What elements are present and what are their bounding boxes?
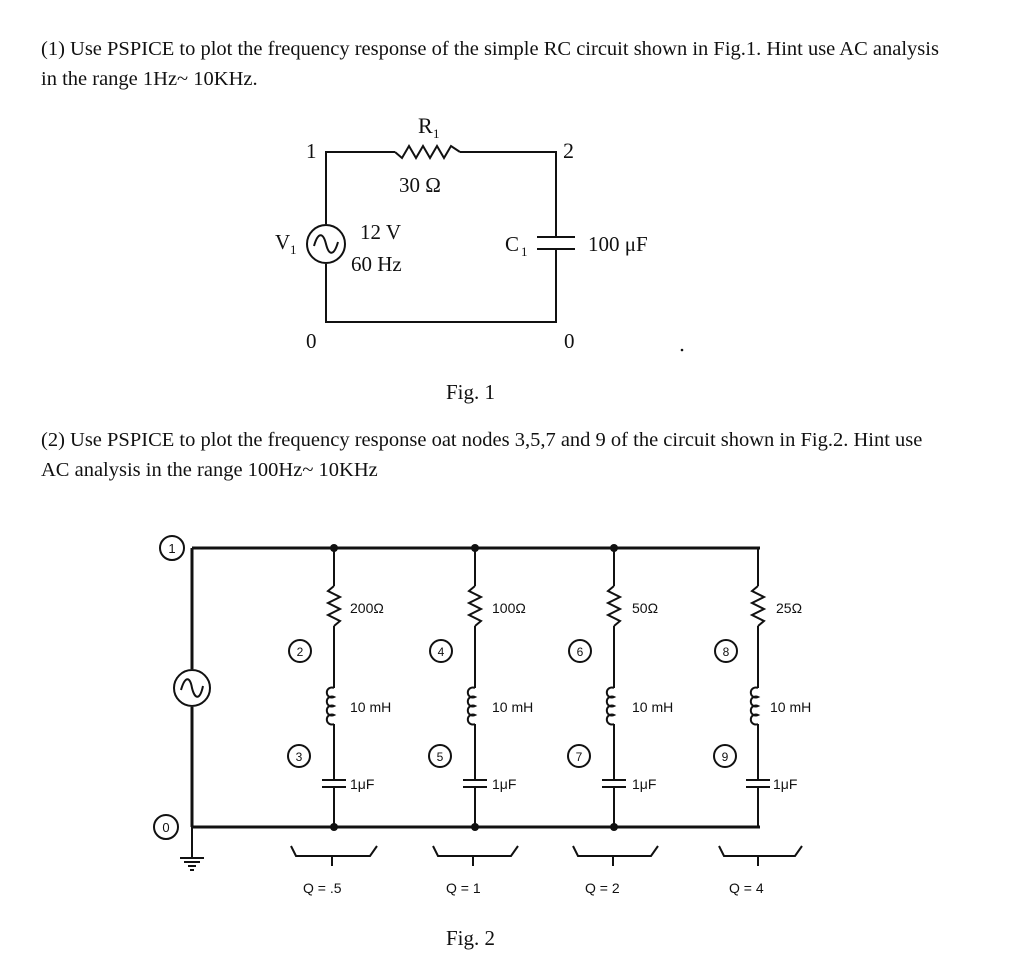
capacitor-4-value: 1μF (773, 776, 797, 792)
fig2-node-8: 8 (723, 645, 730, 659)
inductor-3 (605, 686, 617, 726)
inductor-3-value: 10 mH (632, 699, 673, 715)
capacitor-2-value: 1μF (492, 776, 516, 792)
fig2-node-3: 3 (296, 750, 303, 764)
fig2-node-7: 7 (576, 750, 583, 764)
problem-1-text: (1) Use PSPICE to plot the frequency res… (41, 38, 939, 90)
branch-4: 8 9 25Ω 10 mH 1μF Q = 4 (713, 548, 811, 896)
branch-2: 4 5 100Ω 10 mH 1μF Q = 1 (428, 544, 533, 896)
v1-name: V (275, 230, 290, 254)
resistor-1-value: 200Ω (350, 600, 384, 616)
resistor-25 (749, 585, 767, 627)
fig2-node-1: 1 (168, 541, 175, 556)
fig1-node-1: 1 (306, 139, 317, 163)
fig1-node-0-right: 0 (564, 329, 575, 353)
fig1-node-2: 2 (563, 138, 574, 163)
v1-voltage: 12 V (360, 220, 401, 244)
inductor-4 (749, 686, 761, 726)
inductor-2-value: 10 mH (492, 699, 533, 715)
c1-sub: 1 (521, 244, 528, 259)
q-label-3: Q = 2 (585, 880, 620, 896)
fig2-node-4: 4 (438, 645, 445, 659)
ac-source-v1 (306, 224, 346, 264)
branch-3: 6 7 50Ω 10 mH 1μF Q = 2 (567, 544, 673, 896)
fig2-caption: Fig. 2 (446, 926, 496, 950)
fig2-node-5: 5 (437, 750, 444, 764)
resistor-100 (466, 585, 484, 627)
inductor-2 (466, 686, 478, 726)
v1-sub: 1 (290, 242, 297, 257)
resistor-r1 (394, 144, 461, 160)
q-label-1: Q = .5 (303, 880, 342, 896)
resistor-4-value: 25Ω (776, 600, 802, 616)
problem-2-text: (2) Use PSPICE to plot the frequency res… (41, 429, 923, 481)
resistor-200 (325, 585, 343, 627)
resistor-3-value: 50Ω (632, 600, 658, 616)
fig2-node-9: 9 (722, 750, 729, 764)
r1-name: R (418, 113, 433, 138)
q-label-4: Q = 4 (729, 880, 764, 896)
fig1-caption: Fig. 1 (446, 380, 496, 404)
branch-1: 2 3 200Ω 10 mH 1μF Q = .5 (287, 544, 391, 896)
resistor-50 (605, 585, 623, 627)
c1-name: C (505, 232, 519, 256)
fig2-node-2: 2 (297, 645, 304, 659)
fig1-node-0-left: 0 (306, 329, 317, 353)
q-label-2: Q = 1 (446, 880, 481, 896)
resistor-2-value: 100Ω (492, 600, 526, 616)
inductor-1 (325, 686, 337, 726)
inductor-1-value: 10 mH (350, 699, 391, 715)
fig2-node-6: 6 (577, 645, 584, 659)
fig2-node-0: 0 (162, 820, 169, 835)
capacitor-3-value: 1μF (632, 776, 656, 792)
v1-frequency: 60 Hz (351, 252, 402, 276)
c1-value: 100 μF (588, 232, 648, 256)
r1-value: 30 Ω (399, 173, 441, 197)
capacitor-1-value: 1μF (350, 776, 374, 792)
r1-sub: 1 (433, 126, 440, 141)
inductor-4-value: 10 mH (770, 699, 811, 715)
fig2-ac-source (173, 669, 211, 707)
